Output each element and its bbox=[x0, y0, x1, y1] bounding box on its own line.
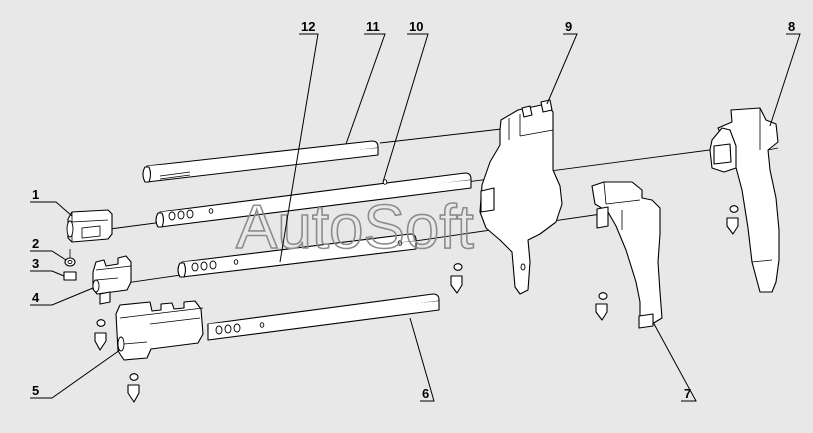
washer-bolt-set-e bbox=[595, 292, 608, 321]
shift-fork-right bbox=[709, 107, 780, 293]
shift-rod-bottom bbox=[207, 293, 440, 341]
shift-rod-upper bbox=[142, 140, 379, 183]
callout-1: 1 bbox=[32, 187, 39, 202]
callout-7: 7 bbox=[684, 386, 691, 401]
washer-bolt-set-f bbox=[726, 205, 739, 235]
washer-bolt-set-b bbox=[94, 319, 107, 351]
callout-6: 6 bbox=[422, 386, 429, 401]
shift-rod-lower bbox=[177, 233, 417, 278]
shift-rod-middle bbox=[155, 172, 472, 228]
interlock-block bbox=[92, 255, 132, 305]
end-block bbox=[66, 209, 113, 243]
washer-bolt-set-a bbox=[63, 249, 77, 281]
callout-11: 11 bbox=[366, 19, 380, 34]
callout-labels: 1 2 3 4 5 6 7 8 9 10 11 12 bbox=[32, 19, 795, 401]
callout-12: 12 bbox=[301, 19, 315, 34]
washer-bolt-set-d bbox=[450, 263, 463, 294]
watermark-text: AutoSoft bbox=[236, 193, 474, 262]
washer-bolt-set-c bbox=[127, 373, 140, 403]
callout-4: 4 bbox=[32, 290, 40, 305]
callout-3: 3 bbox=[32, 256, 39, 271]
callout-10: 10 bbox=[409, 19, 423, 34]
shift-fork-center bbox=[479, 99, 563, 295]
callout-5: 5 bbox=[32, 383, 39, 398]
leader-lines bbox=[30, 33, 801, 402]
shift-block-large bbox=[115, 300, 204, 361]
callout-2: 2 bbox=[32, 236, 39, 251]
shift-fork-lower-right bbox=[591, 181, 663, 329]
callout-8: 8 bbox=[788, 19, 795, 34]
callout-9: 9 bbox=[565, 19, 572, 34]
